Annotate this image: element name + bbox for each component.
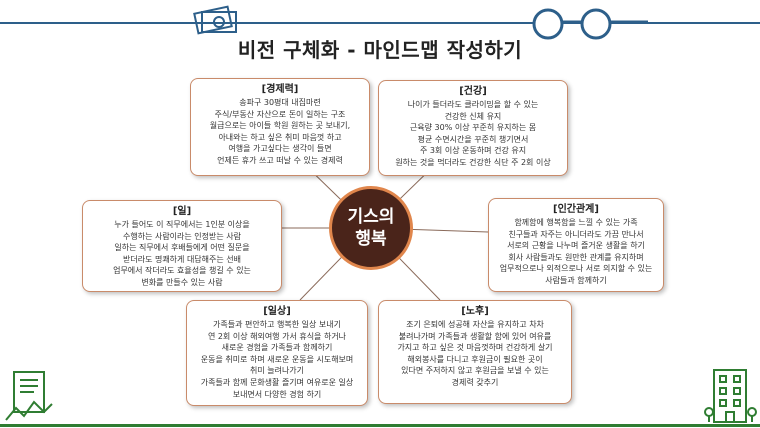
card-retire-line: 있다면 주저하지 않고 후원금을 보낼 수 있는 — [401, 366, 549, 376]
card-economy: [경제력] 송파구 30평대 내집마련 주식/부동산 자산으로 돈이 일하는 구… — [190, 78, 370, 176]
card-economy-line: 주식/부동산 자산으로 돈이 일하는 구조 — [214, 109, 346, 119]
card-health-line: 평균 수면시간을 꾸준히 챙기면서 — [417, 134, 529, 144]
card-economy-line: 월급으로는 아이들 학원 원하는 곳 보내기, — [209, 121, 351, 131]
building-icon — [704, 369, 757, 423]
card-work-line: 누가 들어도 이 직무에서는 1인분 이상을 — [114, 220, 250, 229]
card-daily-line: 취미 늘려나가기 — [249, 366, 305, 376]
card-daily: [일상] 가족들과 편안하고 행복한 일상 보내기 연 2회 이상 해외여행 가… — [186, 300, 368, 406]
card-retire-line: 해외봉사를 다니고 후원금이 필요한 곳이 — [407, 354, 543, 364]
card-retire-line: 경제력 갖추기 — [451, 377, 499, 387]
card-relations-line: 친구들과 자주는 아니더라도 가끔 만나서 — [508, 229, 644, 239]
card-daily-line: 가족들과 편안하고 행복한 일상 보내기 — [213, 320, 341, 329]
card-relations-line: 업무적으로나 외적으로나 서로 의지할 수 있는 — [499, 264, 653, 274]
card-daily-title: [일상] — [263, 306, 291, 317]
header-rule — [0, 22, 760, 24]
card-economy-line: 언제든 휴가 쓰고 떠날 수 있는 경제력 — [217, 155, 343, 165]
card-economy-line: 송파구 30평대 내집마련 — [239, 98, 321, 107]
card-economy-line: 여행을 가고싶다는 생각이 들면 — [228, 144, 332, 154]
card-daily-line: 보내면서 다양한 경험 하기 — [232, 389, 322, 399]
card-health-line: 건강한 신체 유지 — [444, 111, 502, 121]
card-retire-line: 불려나가며 가족들과 생활할 함에 있어 여유를 — [398, 331, 552, 341]
center-line-1: 기스의 — [347, 207, 395, 227]
card-daily-line: 운동을 취미로 하며 새로운 운동을 시도해보며 — [200, 354, 354, 364]
card-health-line: 원하는 것을 먹더라도 건강한 식단 주 2회 이상 — [395, 157, 551, 167]
document-chart-icon — [5, 371, 53, 421]
glasses-icon — [532, 8, 648, 40]
card-work-line: 변화를 만들수 있는 사람 — [141, 277, 223, 287]
card-retire: [노후] 조기 은퇴에 성공해 자산을 유지하고 차차 불려나가며 가족들과 생… — [378, 300, 572, 404]
card-health-title: [건강] — [459, 86, 487, 97]
card-health-line: 주 3회 이상 운동하며 건강 유지 — [419, 146, 527, 156]
center-node: 기스의 행복 — [329, 186, 413, 270]
card-relations-line: 회사 사람들과도 원만한 관계를 유지하며 — [508, 252, 644, 262]
footer-rule — [0, 424, 760, 427]
center-line-2: 행복 — [355, 229, 387, 249]
page-title: 비전 구체화 - 마인드맵 작성하기 — [237, 38, 523, 62]
card-health: [건강] 나이가 들더라도 클라이밍을 할 수 있는 건강한 신체 유지 근육량… — [378, 80, 568, 176]
card-relations-line: 사람들과 함께하기 — [545, 275, 607, 285]
card-health-line: 나이가 들더라도 클라이밍을 할 수 있는 — [407, 100, 539, 109]
card-relations-line: 서로의 근황을 나누며 즐거운 생활을 하기 — [507, 241, 645, 251]
card-daily-line: 새로운 경험을 가족들과 함께하기 — [221, 343, 333, 353]
card-work-line: 업무에서 작더라도 효율성을 챙길 수 있는 — [113, 266, 251, 276]
card-retire-line: 가지고 하고 싶은 것 마음껏하며 건강하게 살기 — [397, 343, 553, 353]
card-work: [일] 누가 들어도 이 직무에서는 1인분 이상을 수행하는 사람이라는 인정… — [82, 200, 282, 292]
card-relations: [인간관계] 함께함에 행복함을 느낄 수 있는 가족 친구들과 자주는 아니더… — [488, 198, 664, 292]
card-work-title: [일] — [172, 206, 192, 217]
card-work-line: 받더라도 명쾌하게 대답해주는 선배 — [122, 254, 242, 264]
card-relations-title: [인간관계] — [553, 204, 599, 215]
card-relations-line: 함께함에 행복함을 느낄 수 있는 가족 — [514, 218, 638, 227]
card-daily-line: 연 2회 이상 해외여행 가서 휴식을 하거나 — [207, 331, 347, 341]
card-work-line: 일하는 직무에서 후배들에게 어떤 질문을 — [114, 243, 250, 253]
card-daily-line: 가족들과 함께 문화생활 즐기며 여유로운 일상 — [200, 377, 354, 387]
card-retire-title: [노후] — [461, 306, 489, 317]
card-economy-line: 아내와는 하고 싶은 취미 마음껏 하고 — [218, 132, 342, 142]
money-icon — [193, 5, 237, 35]
card-economy-title: [경제력] — [261, 84, 299, 95]
card-retire-line: 조기 은퇴에 성공해 자산을 유지하고 차차 — [406, 320, 544, 329]
card-health-line: 근육량 30% 이상 꾸준히 유지하는 몸 — [409, 123, 537, 133]
card-work-line: 수행하는 사람이라는 인정받는 사람 — [122, 231, 242, 241]
